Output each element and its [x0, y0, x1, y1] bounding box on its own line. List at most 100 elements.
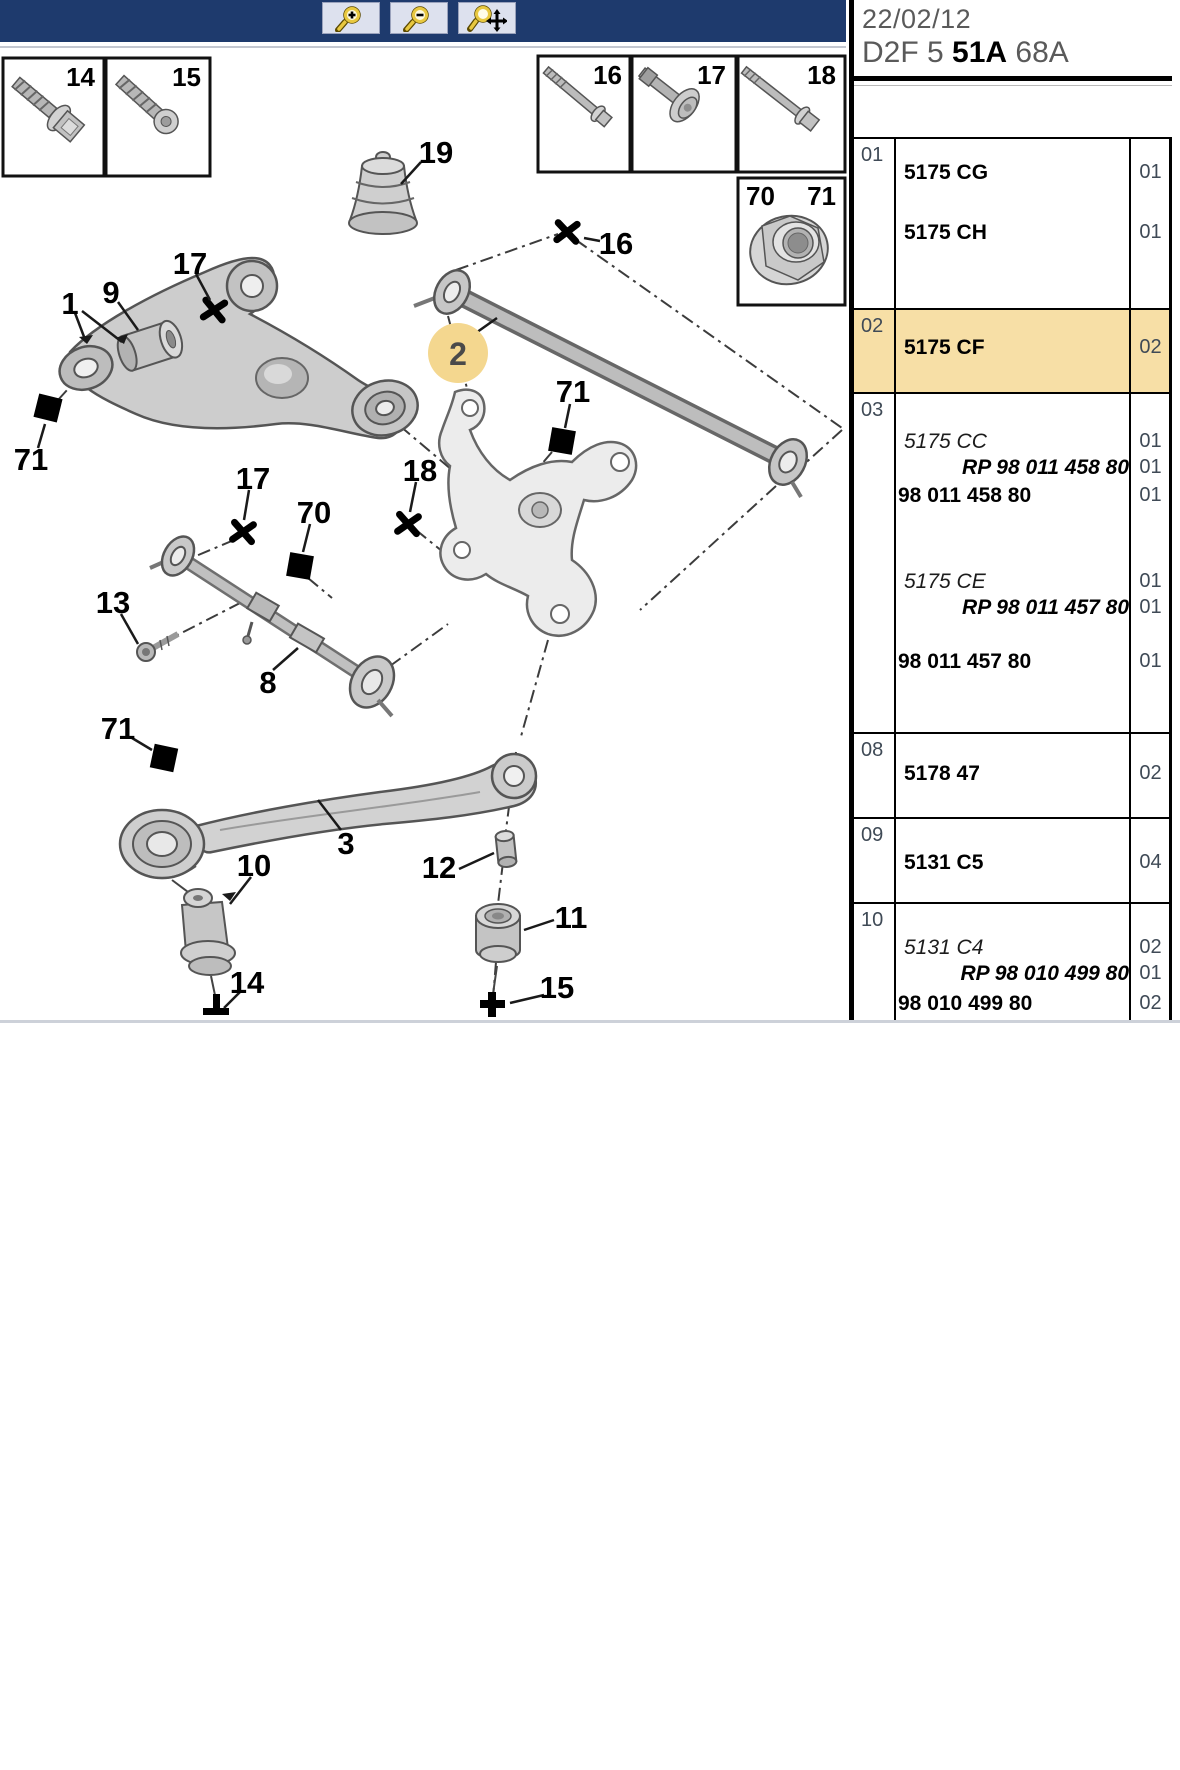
- catalog-date: 22/02/12: [862, 4, 972, 34]
- table-group-02-selected: 02 5175 CF 02: [854, 310, 1169, 394]
- arrowhead-1a: [79, 335, 93, 344]
- part-qty: 01: [1139, 456, 1162, 478]
- part-code[interactable]: 5178 47: [904, 762, 980, 785]
- arrowhead-1b: [115, 334, 128, 344]
- anchor-x-18: [397, 513, 420, 534]
- callout-3[interactable]: 3: [337, 826, 354, 861]
- part-qty: 01: [1139, 484, 1162, 506]
- callout-17-lower[interactable]: 17: [236, 461, 270, 496]
- group-number: 08: [861, 739, 884, 761]
- part-qty: 01: [1139, 962, 1162, 984]
- zoom-out-button[interactable]: [390, 2, 448, 34]
- part-code[interactable]: 98 011 457 80: [898, 650, 1032, 673]
- part-qty: 02: [1139, 936, 1162, 958]
- callout-2[interactable]: 2: [449, 336, 467, 372]
- anchor-diamond-71-left: [33, 393, 63, 423]
- part-qty: 02: [1139, 762, 1162, 784]
- nut-70-71-image: [749, 214, 829, 286]
- catalog-code-bold: 51A: [952, 36, 1008, 69]
- tie-rod-8: [149, 535, 396, 718]
- callout-8[interactable]: 8: [259, 665, 276, 700]
- zoom-out-icon: [403, 5, 429, 32]
- callout-18[interactable]: 18: [403, 453, 437, 488]
- spacer-12: [494, 830, 518, 868]
- group-number: 02: [861, 315, 884, 337]
- column-divider: [1129, 904, 1131, 1020]
- table-group-10: 10 5131 C4 02 RP 98 010 499 80 01 98 010…: [854, 904, 1169, 1020]
- callout-71-mid[interactable]: 71: [556, 374, 590, 409]
- zoom-in-button[interactable]: [322, 2, 380, 34]
- upper-control-arm: [58, 256, 419, 440]
- part-code[interactable]: 5175 CC: [904, 430, 987, 453]
- callout-9[interactable]: 9: [102, 275, 119, 310]
- part-qty: 01: [1139, 596, 1162, 618]
- callout-1[interactable]: 1: [61, 286, 78, 321]
- part-code[interactable]: 5175 CE: [904, 570, 986, 593]
- callout-12[interactable]: 12: [422, 850, 456, 885]
- callout-11[interactable]: 11: [555, 900, 588, 935]
- hotspot-2-highlight[interactable]: 2: [428, 323, 488, 383]
- panel-divider: [849, 0, 854, 1021]
- part-qty: 01: [1139, 430, 1162, 452]
- column-divider: [894, 734, 896, 817]
- part-code-replacement[interactable]: RP 98 011 458 80: [962, 456, 1129, 479]
- column-divider: [894, 139, 896, 308]
- callout-17-upper[interactable]: 17: [173, 246, 207, 281]
- part-code[interactable]: 5175 CG: [904, 161, 989, 184]
- anchor-diamond-70: [286, 552, 314, 580]
- bolt-16-image: [542, 65, 613, 128]
- anchor-diamond-71-low: [149, 743, 179, 773]
- nut-label-70: 70: [746, 181, 775, 211]
- part-code-selected[interactable]: 5175 CF: [904, 336, 985, 359]
- callout-19[interactable]: 19: [419, 135, 453, 170]
- callout-14[interactable]: 14: [230, 965, 265, 1000]
- box-label-17: 17: [697, 60, 726, 90]
- header-rule: [854, 76, 1172, 81]
- part-code[interactable]: 5175 CH: [904, 221, 987, 244]
- box-label-15: 15: [172, 62, 201, 92]
- callout-16[interactable]: 16: [599, 226, 633, 261]
- callout-71-left[interactable]: 71: [14, 442, 48, 477]
- group-number: 09: [861, 824, 884, 846]
- zoom-pan-icon: [467, 4, 507, 32]
- part-qty: 01: [1139, 221, 1162, 243]
- catalog-code-prefix: D2F 5: [862, 36, 953, 69]
- group-number: 10: [861, 909, 884, 931]
- exploded-suspension-diagram: 14 15 16 17 18 70 71: [1, 54, 847, 1017]
- catalog-code-suffix: 68A: [1007, 36, 1069, 69]
- box-label-18: 18: [807, 60, 836, 90]
- nut-label-71: 71: [807, 181, 836, 211]
- callout-13[interactable]: 13: [96, 585, 130, 620]
- parts-list-panel: 22/02/12 D2F 5 51A 68A 01 5175 CG 01 517…: [854, 0, 1180, 1021]
- part-qty: 04: [1139, 851, 1162, 873]
- zoom-pan-button[interactable]: [458, 2, 516, 34]
- callout-10[interactable]: 10: [237, 848, 271, 883]
- group-number: 03: [861, 399, 884, 421]
- part-code[interactable]: 5131 C5: [904, 851, 984, 874]
- column-divider: [1129, 310, 1131, 392]
- transverse-rod-2: [413, 269, 809, 499]
- callout-71-low[interactable]: 71: [101, 711, 135, 746]
- bolt-17-image: [637, 66, 700, 123]
- part-code-replacement[interactable]: RP 98 011 457 80: [962, 596, 1129, 619]
- box-label-14: 14: [66, 62, 95, 92]
- part-code[interactable]: 98 011 458 80: [898, 484, 1032, 507]
- callout-15[interactable]: 15: [540, 970, 574, 1005]
- bump-stop-19: [348, 151, 418, 235]
- column-divider: [894, 394, 896, 732]
- column-divider: [1129, 819, 1131, 902]
- part-qty: 02: [1139, 336, 1162, 358]
- box-label-16: 16: [593, 60, 622, 90]
- bolt-13: [136, 631, 180, 662]
- part-code-replacement[interactable]: RP 98 010 499 80: [960, 962, 1129, 985]
- callout-70[interactable]: 70: [297, 495, 331, 530]
- screw-15-image: [114, 74, 179, 135]
- axis-dashed-lines: [57, 233, 843, 999]
- column-divider: [1129, 394, 1131, 732]
- group-number: 01: [861, 144, 884, 166]
- toolbar-separator-line: [0, 46, 846, 48]
- column-divider: [894, 310, 896, 392]
- part-code[interactable]: 98 010 499 80: [898, 992, 1033, 1015]
- zoom-in-icon: [335, 5, 361, 32]
- part-code[interactable]: 5131 C4: [904, 936, 984, 959]
